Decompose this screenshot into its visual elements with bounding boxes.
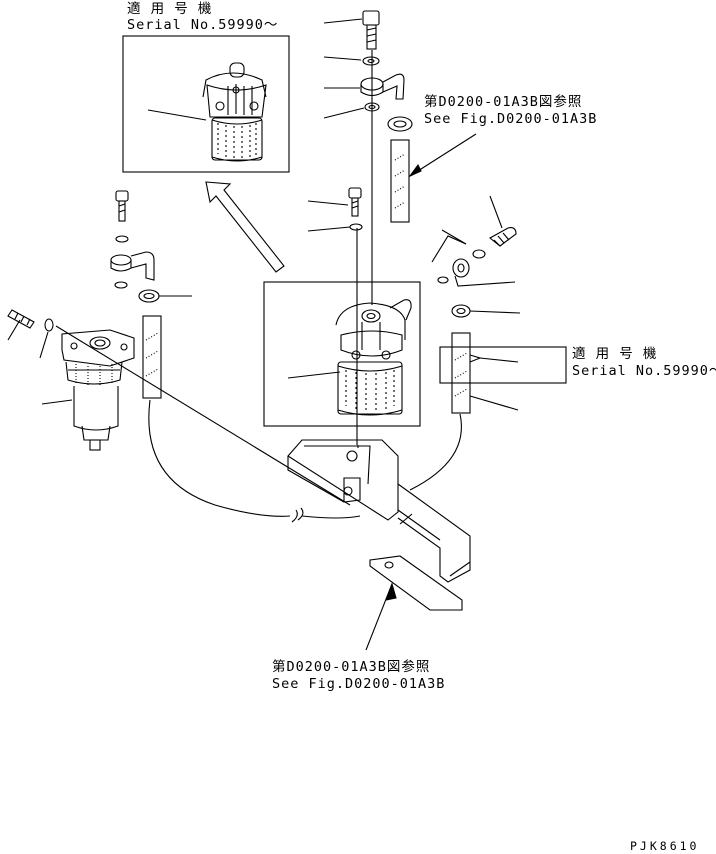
top-bolt	[323, 10, 380, 50]
left-clamp	[138, 289, 192, 303]
top-washer-1	[323, 56, 380, 66]
left-banjo	[110, 251, 155, 281]
center-filter-drawing	[287, 299, 412, 416]
left-washer-1	[115, 235, 129, 243]
center-washer	[307, 223, 363, 232]
inset-arrow	[205, 181, 285, 273]
serial-right-jp: 適 用 号 機	[572, 346, 658, 362]
right-banjo-bolt	[489, 195, 517, 247]
drawing-code: PJK8610	[630, 839, 700, 853]
right-clamp	[451, 304, 521, 318]
top-clamp	[387, 116, 413, 132]
left-bolt	[115, 190, 129, 222]
center-bolt	[307, 187, 362, 217]
right-washer-2	[437, 276, 449, 284]
left-washer-2	[114, 281, 128, 289]
ref-leader-top	[409, 133, 477, 177]
serial-top-jp: 適 用 号 機	[127, 1, 213, 17]
right-hose	[451, 332, 519, 414]
left-side-bolt	[7, 309, 35, 341]
serial-top-en: Serial No.59990～	[127, 17, 279, 33]
inset-box-top	[122, 35, 290, 173]
inset-filter-drawing	[147, 62, 267, 162]
left-hose	[142, 315, 162, 399]
inset-box-center	[263, 281, 421, 427]
right-washer-1	[472, 249, 486, 259]
guide-line-left	[55, 325, 351, 506]
top-banjo	[324, 73, 405, 100]
ref-top-en: See Fig.D0200-01A3B	[424, 111, 598, 127]
top-washer-2	[323, 102, 380, 119]
water-separator	[41, 329, 135, 451]
ref-top-jp: 第D0200-01A3B図参照	[424, 94, 583, 110]
right-banjo-fitting	[431, 229, 516, 287]
mounting-bracket	[287, 439, 471, 611]
ref-bottom-en: See Fig.D0200-01A3B	[272, 676, 446, 692]
hose-curve-right	[409, 413, 462, 491]
serial-right-en: Serial No.59990～	[572, 363, 716, 379]
top-hose	[390, 139, 410, 223]
left-side-washer	[39, 318, 54, 359]
hose-curve-left	[148, 399, 291, 517]
ref-bottom-jp: 第D0200-01A3B図参照	[272, 659, 431, 675]
serial-box-right	[439, 346, 567, 384]
